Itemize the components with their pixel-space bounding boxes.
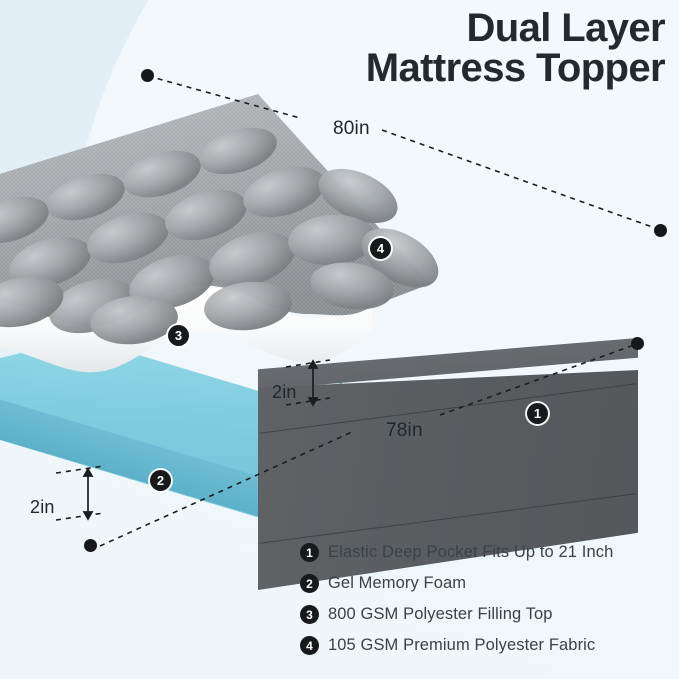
legend-number-3: 3 — [300, 605, 319, 624]
legend-text-2: Gel Memory Foam — [328, 574, 467, 592]
leader-dot-top-left — [141, 69, 154, 82]
product-illustration — [0, 70, 679, 590]
dimension-label-topper-thickness: 2in — [272, 382, 297, 402]
page-title: Dual Layer Mattress Topper — [365, 6, 666, 90]
dimension-label-length: 80in — [333, 118, 370, 139]
legend-item-3: 3 800 GSM Polyester Filling Top — [300, 605, 670, 624]
quilt-puff-grid — [0, 127, 439, 345]
callout-badge-3: 3 — [168, 325, 189, 346]
leader-dot-right — [631, 337, 644, 350]
legend-item-1: 1 Elastic Deep Pocket Fits Up to 21 Inch — [300, 543, 670, 562]
title-line-2: Mattress Topper — [365, 45, 666, 90]
legend-text-4: 105 GSM Premium Polyester Fabric — [328, 636, 596, 654]
leader-dot-top-right — [654, 224, 667, 237]
callout-badge-4: 4 — [370, 238, 391, 259]
leader-dot-bottom-left — [84, 539, 97, 552]
dimension-label-foam-thickness: 2in — [30, 497, 55, 517]
filling-scallop-band — [0, 281, 372, 373]
callout-badge-1: 1 — [527, 403, 548, 424]
feature-legend: 1 Elastic Deep Pocket Fits Up to 21 Inch… — [300, 543, 670, 667]
title-line-1: Dual Layer — [466, 6, 665, 50]
legend-item-4: 4 105 GSM Premium Polyester Fabric — [300, 636, 670, 655]
dimension-label-width: 78in — [386, 420, 423, 441]
legend-number-2: 2 — [300, 574, 319, 593]
polyester-filling-layer — [0, 94, 439, 373]
callout-badge-2: 2 — [150, 470, 171, 491]
legend-number-1: 1 — [300, 543, 319, 562]
legend-item-2: 2 Gel Memory Foam — [300, 574, 670, 593]
legend-number-4: 4 — [300, 636, 319, 655]
legend-text-3: 800 GSM Polyester Filling Top — [328, 605, 553, 623]
legend-text-1: Elastic Deep Pocket Fits Up to 21 Inch — [328, 543, 614, 561]
